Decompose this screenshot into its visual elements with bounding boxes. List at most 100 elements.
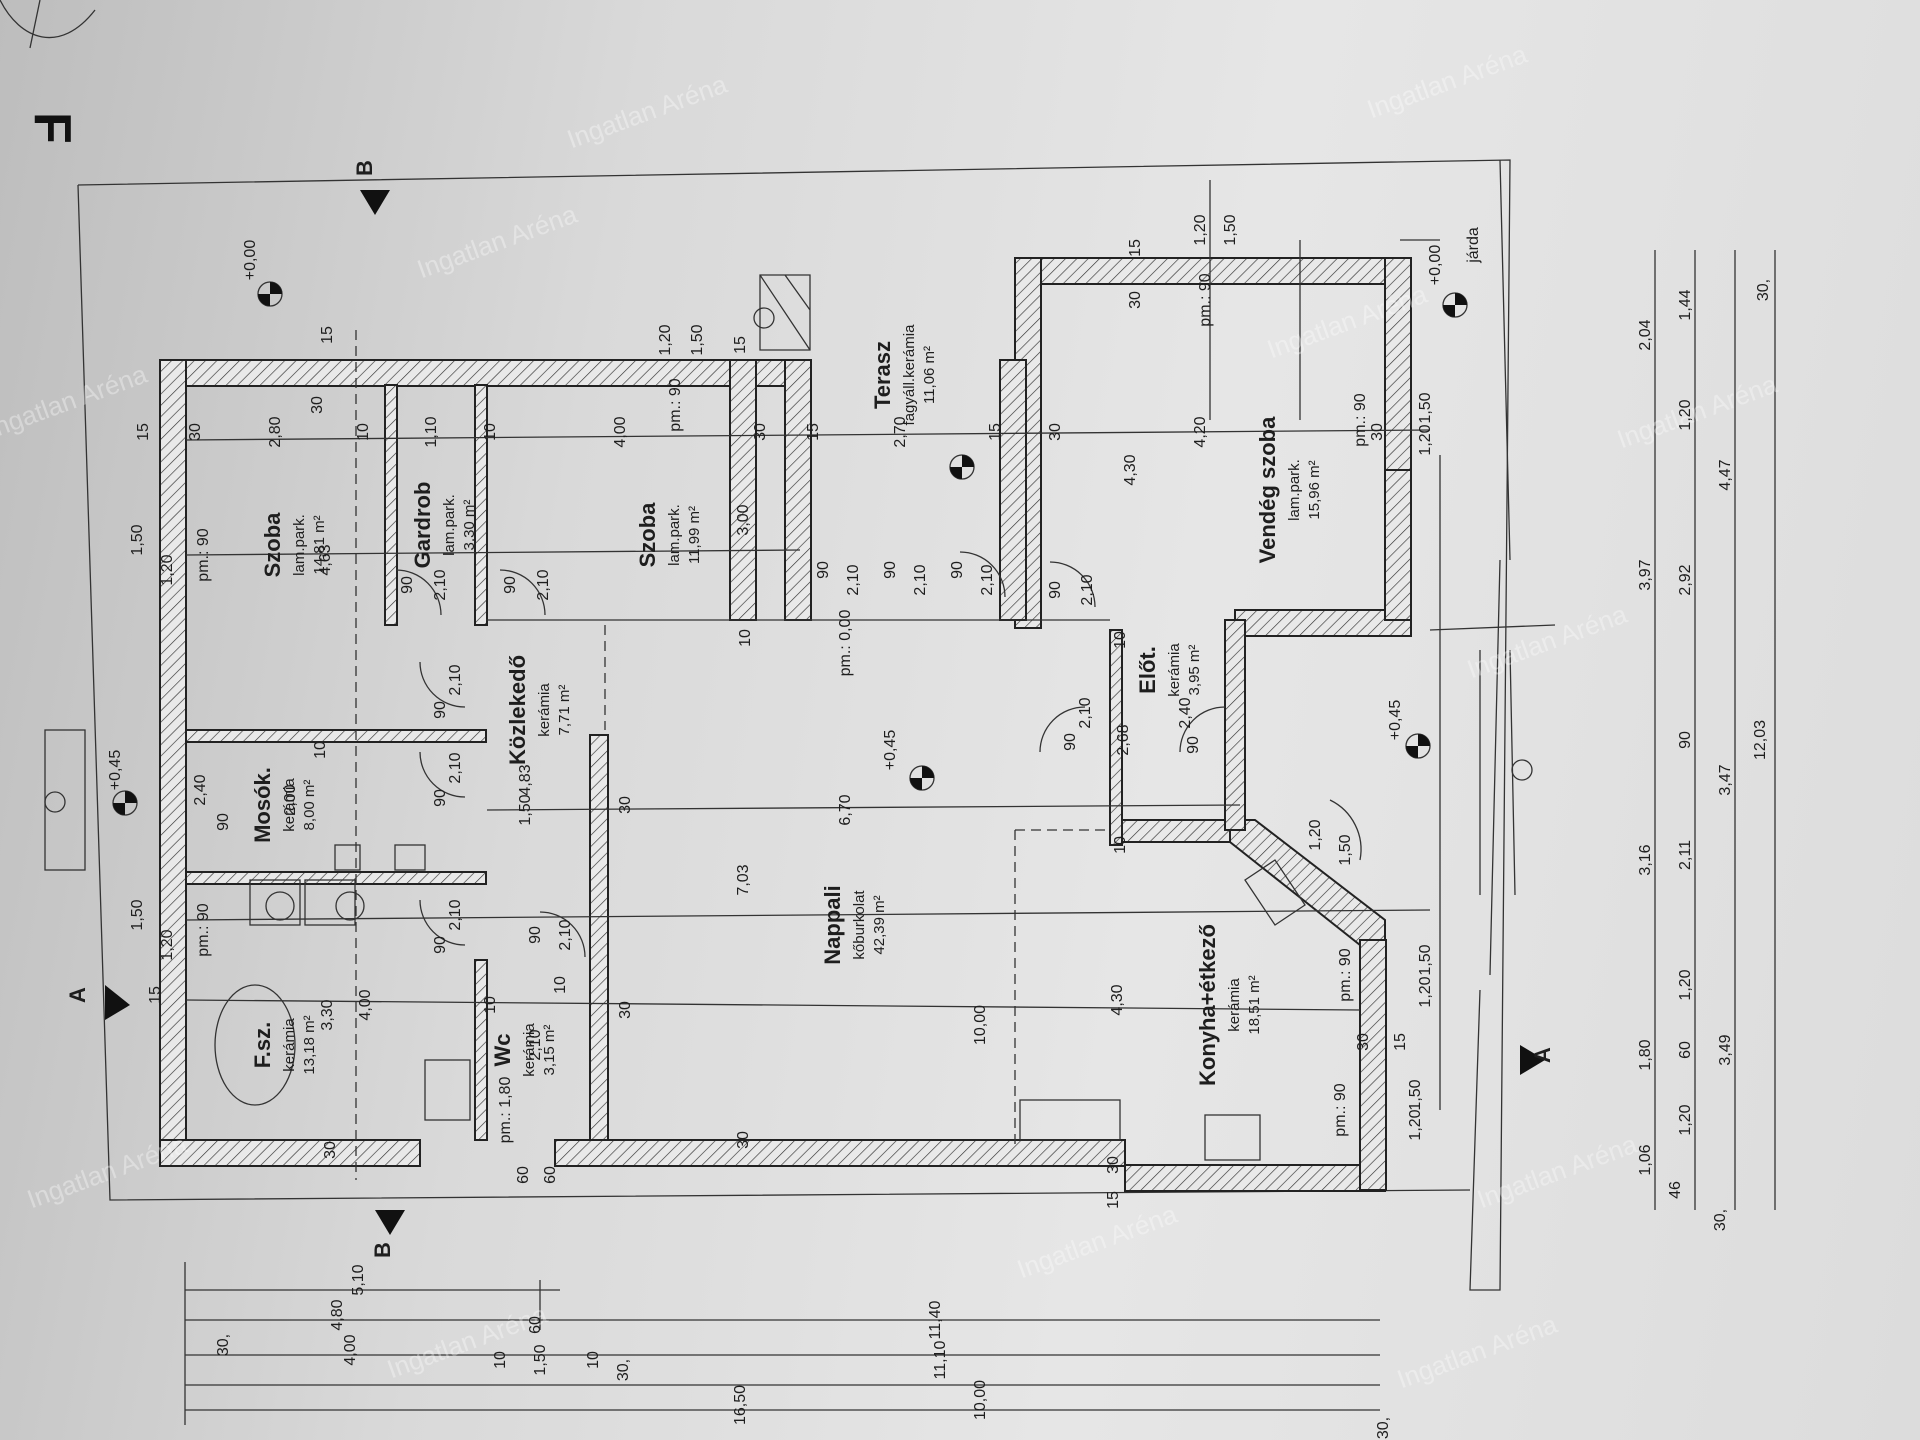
- dimension-label: 1,20: [159, 554, 176, 585]
- room-material-mosok: kerámia: [281, 778, 298, 832]
- dimension-label: 30: [187, 423, 204, 441]
- dimension-label: pm.: 90: [1197, 273, 1214, 326]
- dimension-label: 90: [215, 813, 232, 831]
- dimension-label: 11,40: [927, 1300, 944, 1339]
- dimension-label: 3,47: [1717, 764, 1734, 795]
- dimension-label: 1,20: [1677, 969, 1694, 1000]
- dimension-label: 60: [515, 1166, 532, 1184]
- dimension-label: 30: [735, 1131, 752, 1149]
- dimension-label: 1,20: [1677, 1104, 1694, 1135]
- watermark-text: Ingatlan Aréna: [1393, 1309, 1561, 1395]
- room-material-kozlekedo: kerámia: [536, 683, 553, 737]
- dimension-label: 2,10: [432, 569, 449, 600]
- dimension-label: 60: [1677, 1041, 1694, 1059]
- north-arrow-icon: [0, 0, 96, 49]
- dimension-label: 1,50: [129, 524, 146, 555]
- dimension-label: 3,16: [1637, 844, 1654, 875]
- dimension-label: 4,63: [317, 544, 334, 575]
- watermark-text: Ingatlan Aréna: [1013, 1199, 1181, 1285]
- dimension-label: 15: [319, 326, 336, 344]
- dimension-label: 1,50: [129, 899, 146, 930]
- dimension-label: 90: [1677, 731, 1694, 749]
- dimension-label: 1,20: [1307, 819, 1324, 850]
- dimension-label: 4,83: [517, 764, 534, 795]
- dimension-label: 1,20: [657, 324, 674, 355]
- room-area-fsz: 13,18 m²: [301, 1015, 318, 1074]
- dimension-label: 10: [312, 741, 329, 759]
- dimension-label: 3,49: [1717, 1034, 1734, 1065]
- dimension-lines: [184, 250, 1776, 1425]
- dimension-label: 30,: [1712, 1209, 1729, 1231]
- room-area-kozlekedo: 7,71 m²: [556, 685, 573, 736]
- dimension-label: 4,47: [1717, 459, 1734, 490]
- dimension-label: 2,10: [557, 919, 574, 950]
- dimension-label: 30: [1105, 1156, 1122, 1174]
- site-boundary: [77, 159, 1511, 1291]
- dimension-label: 15: [732, 336, 749, 354]
- dimension-label: 1,50: [532, 1344, 549, 1375]
- room-area-szoba1: 14,81 m²: [311, 515, 328, 574]
- dimension-label: 10: [355, 423, 372, 441]
- dimension-label: 4,20: [1192, 416, 1209, 447]
- dimension-label: pm.: 90: [1337, 948, 1354, 1001]
- section-mark-label: B: [370, 1242, 395, 1258]
- dimension-label: +0,00: [1427, 245, 1444, 286]
- dimension-label: 10: [1112, 631, 1129, 649]
- room-area-mosok: 8,00 m²: [301, 780, 318, 831]
- dimension-label: 10,00: [972, 1005, 989, 1045]
- room-name-vendeg: Vendég szoba: [1255, 416, 1280, 563]
- dimension-label: 1,80: [1637, 1039, 1654, 1070]
- dimension-label: 30: [617, 1001, 634, 1019]
- room-material-nappali: kőburkolat: [851, 890, 868, 960]
- dimension-label: +0,45: [1387, 700, 1404, 741]
- dimension-label: pm.: 1,80: [497, 1077, 514, 1144]
- room-material-wc: kerámia: [521, 1023, 538, 1077]
- dimension-label: 1,50: [1222, 214, 1239, 245]
- dimension-label: 1,06: [1637, 1144, 1654, 1175]
- dimension-label: pm.: 90: [195, 903, 212, 956]
- dimension-label: 2,40: [192, 774, 209, 805]
- room-area-szoba2: 11,99 m²: [686, 506, 703, 564]
- dimension-label: 10: [552, 976, 569, 994]
- dimension-label: 2,04: [1637, 319, 1654, 350]
- room-name-mosok: Mosók.: [250, 767, 275, 843]
- dimension-label: 1,20: [1417, 976, 1434, 1007]
- dimension-label: 10: [737, 629, 754, 647]
- room-material-szoba1: lam.park.: [291, 514, 308, 576]
- dimension-label: 2,80: [267, 416, 284, 447]
- dimension-label: 7,03: [735, 864, 752, 895]
- dimension-label: 2,00: [282, 784, 299, 815]
- room-name-elot: Előt.: [1135, 646, 1160, 694]
- dimension-label: 2,10: [447, 664, 464, 695]
- dimension-label: 4,00: [612, 416, 629, 447]
- dimension-label: 2,10: [447, 899, 464, 930]
- watermark-text: Ingatlan Aréna: [1363, 39, 1531, 125]
- room-area-gardrob: 3,30 m²: [461, 500, 478, 551]
- dimension-label: +0,00: [242, 240, 259, 281]
- watermark-text: Ingatlan Aréna: [1613, 369, 1781, 455]
- dimension-label: 1,20: [1417, 424, 1434, 455]
- dimension-label: pm.: 90: [1332, 1083, 1349, 1136]
- dimension-label: 90: [882, 561, 899, 579]
- dimension-label: 1,50: [1407, 1079, 1424, 1110]
- dimension-label: 2,10: [1079, 574, 1096, 605]
- dimension-label: 3,30: [319, 999, 336, 1030]
- dimension-label: 1,20: [159, 929, 176, 960]
- fixtures: [44, 274, 1533, 1161]
- dimension-label: pm.: 90: [1352, 393, 1369, 446]
- dimension-label: 11,10: [932, 1340, 949, 1379]
- interior-lines: [185, 180, 1556, 1180]
- dimension-label: 4,00: [357, 989, 374, 1020]
- dimension-label: 3,97: [1637, 559, 1654, 590]
- dimension-label: 15: [135, 423, 152, 441]
- dimension-label: 4,30: [1122, 454, 1139, 485]
- watermark-text: Ingatlan Aréna: [413, 199, 581, 285]
- room-name-szoba1: Szoba: [260, 512, 285, 578]
- watermark-text: Ingatlan Aréna: [1473, 1129, 1641, 1215]
- dimension-label: 90: [527, 926, 544, 944]
- dimension-label: 4,80: [329, 1299, 346, 1330]
- dimension-label: pm.: 90: [667, 378, 684, 431]
- dimension-label: 2,10: [979, 564, 996, 595]
- dimension-label: 15: [987, 423, 1004, 441]
